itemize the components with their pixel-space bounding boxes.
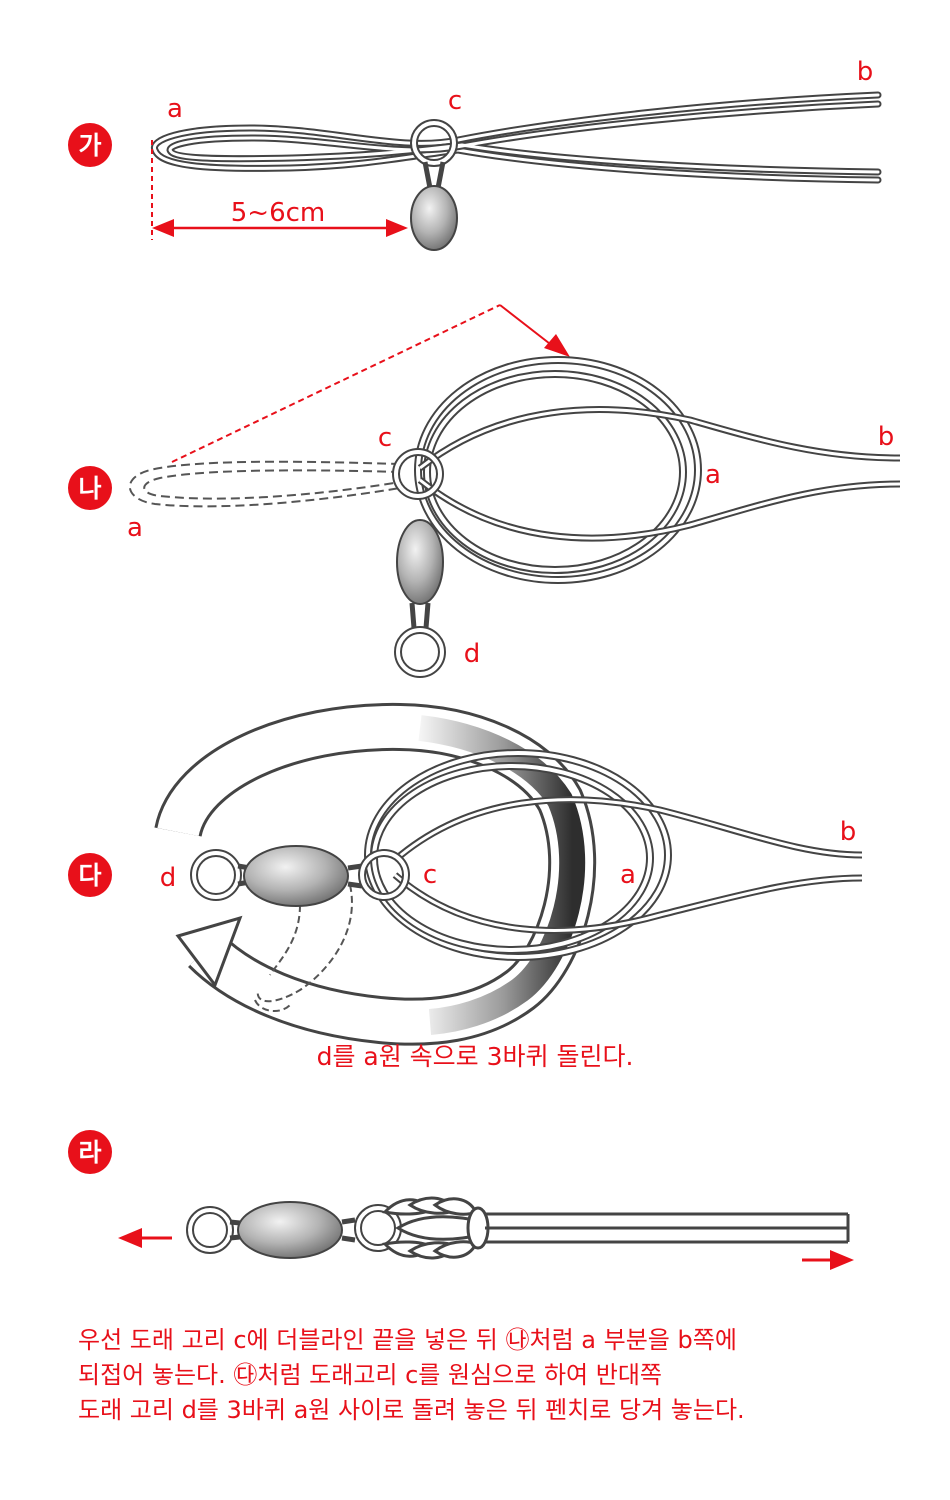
label-b-ga: b (857, 57, 874, 87)
svg-text:가: 가 (78, 131, 101, 160)
fold-pointer-head-line (499, 304, 555, 348)
instructions-line: 도래 고리 d를 3바퀴 a원 사이로 돌려 놓은 뒤 펜치로 당겨 놓는다. (78, 1396, 745, 1424)
swivel-assembly-da (190, 845, 410, 907)
svg-text:라: 라 (78, 1138, 101, 1167)
pull-arrow-right (802, 1250, 854, 1270)
step-da-marker: 다 (68, 853, 112, 897)
measure-label: 5~6cm (231, 198, 326, 228)
dashed-path-d (254, 884, 353, 1012)
label-a-ga: a (167, 94, 183, 124)
label-c-ga: c (448, 86, 462, 116)
label-a-loop-na: a (127, 513, 143, 543)
instructions-line: 우선 도래 고리 c에 더블라인 끝을 넣은 뒤 ㉯처럼 a 부분을 b쪽에 (78, 1326, 737, 1354)
step-ra-marker: 라 (68, 1130, 112, 1174)
label-b-da: b (840, 817, 857, 847)
dashed-loop-a (129, 460, 401, 508)
fold-pointer (171, 304, 501, 463)
instructions-text: 우선 도래 고리 c에 더블라인 끝을 넣은 뒤 ㉯처럼 a 부분을 b쪽에 되… (78, 1323, 918, 1428)
double-line-da (392, 796, 863, 934)
sinker-ga (410, 185, 458, 251)
pull-arrow-left (118, 1228, 172, 1248)
swivel-c-na (392, 448, 446, 678)
svg-text:다: 다 (78, 861, 101, 890)
fold-arrow-head (544, 334, 570, 357)
finished-knot-ra (186, 1196, 850, 1260)
sinker-na (396, 519, 444, 605)
double-line-na (417, 406, 901, 542)
folded-loop-rings-na (414, 356, 702, 584)
swivel-c-ga (410, 119, 458, 251)
step-ga-marker: 가 (68, 123, 112, 167)
double-line-ga (151, 91, 882, 184)
label-c-na: c (378, 423, 392, 453)
step-da: 다 (68, 702, 863, 1046)
label-b-na: b (878, 422, 895, 452)
step-na-marker: 나 (68, 466, 112, 510)
label-c-da: c (423, 860, 437, 890)
label-d-da: d (160, 863, 177, 893)
braided-knot (382, 1196, 490, 1260)
label-d-na: d (464, 639, 481, 669)
step-da-caption: d를 a원 속으로 3바퀴 돌린다. (316, 1042, 634, 1071)
measure-5-6cm: 5~6cm (151, 140, 408, 240)
svg-text:나: 나 (78, 474, 101, 503)
step-na: 나 (68, 304, 901, 678)
step-ra: 라 (68, 1130, 854, 1270)
sinker-ra (237, 1201, 343, 1259)
label-a-ring-na: a (705, 460, 721, 490)
sinker-da (243, 845, 349, 907)
instructions-line: 되접어 놓는다. ㉰처럼 도래고리 c를 원심으로 하여 반대쪽 (78, 1361, 662, 1389)
label-a-da: a (620, 860, 636, 890)
step-ga: 가 5~6cm a c b (68, 57, 882, 251)
